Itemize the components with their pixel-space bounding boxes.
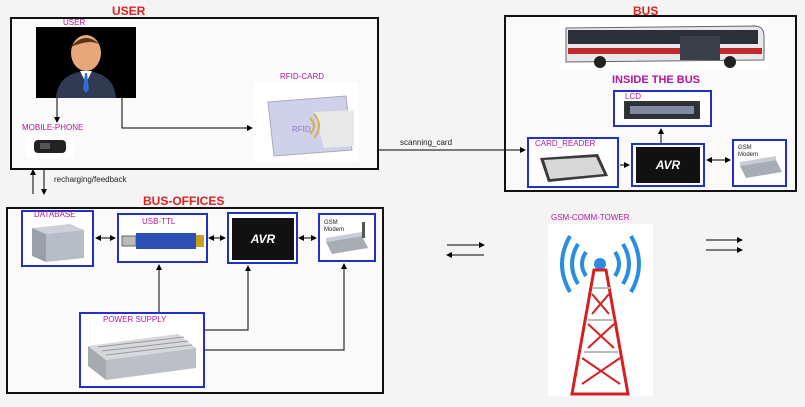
- mobile-phone-label: MOBILE-PHONE: [22, 123, 84, 132]
- card-reader-image: [534, 150, 612, 184]
- lcd-screen: [624, 101, 700, 119]
- bus-section-title: BUS: [633, 4, 659, 18]
- rfid-card-label: RFID-CARD: [280, 72, 324, 81]
- recharging-feedback-label: recharging/feedback: [54, 175, 127, 184]
- bus-offices-section-title: BUS-OFFICES: [143, 194, 225, 208]
- mobile-phone-image: [26, 134, 74, 158]
- user-label: USER: [63, 18, 86, 27]
- usb-ttl-image: [120, 226, 206, 256]
- power-to-gsm-arrow: [205, 263, 347, 351]
- user-to-rfid-arrow: [121, 98, 253, 131]
- gsm-modem-office-icon: [326, 222, 368, 254]
- avr-bus-label: AVR: [655, 158, 681, 172]
- power-to-avr-arrow: [205, 265, 251, 331]
- avr-bus-chip: AVR: [636, 147, 700, 183]
- mobile-phone-icon: [34, 140, 66, 153]
- bus-image: [560, 18, 768, 70]
- user-avatar: [36, 27, 136, 98]
- database-image: [26, 220, 88, 264]
- power-supply-image: [84, 326, 200, 384]
- gsm-modem-bus-image: GSM Modem: [736, 144, 784, 182]
- power-supply-label: POWER SUPPLY: [103, 315, 167, 324]
- lcd-label: LCD: [625, 92, 642, 101]
- database-label: DATABASE: [34, 210, 76, 219]
- avr-office-label: AVR: [250, 232, 276, 246]
- usb-ttl-label: USB-TTL: [142, 217, 176, 226]
- user-person-icon: [56, 35, 116, 98]
- rfid-card-print: RFID: [292, 125, 311, 134]
- gsm-modem-bus-label: GSM Modem: [738, 145, 759, 158]
- power-supply-icon: [88, 334, 196, 380]
- scanning-card-label: scanning_card: [400, 138, 453, 147]
- gsm-modem-office-image: GSM Modem: [322, 218, 372, 258]
- tower-image: [548, 224, 653, 396]
- rfid-card-icon: RFID: [267, 95, 354, 157]
- gsm-modem-office-label: GSM Modem: [324, 220, 345, 233]
- signal-tower-icon: [560, 235, 641, 396]
- bus-icon: [565, 25, 765, 68]
- card-reader-icon: [540, 154, 608, 182]
- database-server-icon: [32, 224, 84, 262]
- gsm-modem-bus-icon: [740, 156, 782, 178]
- user-section-title: USER: [112, 4, 146, 18]
- avr-office-chip: AVR: [232, 218, 294, 260]
- card-reader-label: CARD_READER: [535, 139, 596, 148]
- tower-label: GSM-COMM-TOWER: [551, 213, 630, 222]
- rfid-card-image: RFID: [254, 82, 358, 162]
- inside-bus-title: INSIDE THE BUS: [612, 74, 701, 86]
- usb-ttl-icon: [121, 233, 204, 249]
